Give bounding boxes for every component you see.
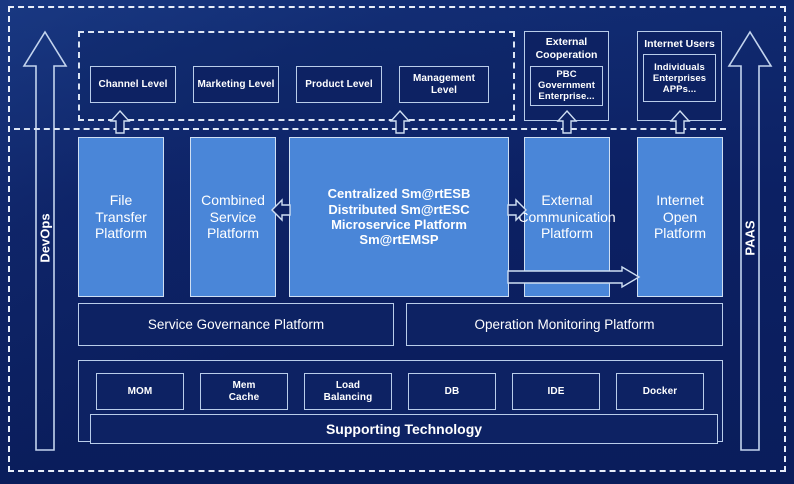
tech-box-load-balancing-line-1: Load (335, 379, 361, 391)
level-box-management[interactable]: Management Level (399, 66, 489, 103)
external-cooperation-box[interactable]: External Cooperation PBC Government Ente… (524, 31, 609, 121)
internet-users-detail: Individuals Enterprises APPs... (652, 61, 707, 95)
platform-block-file-transfer-line-2: Transfer (95, 208, 147, 225)
connector-arrow-left-into-combined (271, 198, 291, 222)
tech-box-mem-cache-line-1: Mem (232, 379, 256, 391)
tech-box-mem-cache[interactable]: Mem Cache (200, 373, 288, 410)
paas-label: PAAS (742, 220, 758, 256)
platform-block-combined-service-line-2: Service (209, 208, 257, 225)
platform-block-esb-line-2: Distributed Sm@rtESC (328, 201, 470, 217)
level-box-marketing-label: Marketing Level (197, 78, 275, 90)
platform-block-combined-service-line-1: Combined (201, 192, 265, 209)
tier-divider (14, 128, 726, 130)
tech-box-docker-label: Docker (642, 385, 678, 397)
monitoring-platform-label: Operation Monitoring Platform (474, 316, 655, 332)
level-box-channel[interactable]: Channel Level (90, 66, 176, 103)
platform-block-internet-open-line-2: Open (662, 208, 698, 225)
platform-block-combined-service-line-3: Platform (206, 225, 260, 242)
level-box-product[interactable]: Product Level (296, 66, 382, 103)
internet-users-box[interactable]: Internet Users Individuals Enterprises A… (637, 31, 722, 121)
platform-block-file-transfer-line-3: Platform (94, 225, 148, 242)
governance-platform-label: Service Governance Platform (147, 316, 325, 332)
tech-box-mom-label: MOM (127, 385, 153, 397)
monitoring-platform-box[interactable]: Operation Monitoring Platform (406, 303, 723, 346)
connector-arrow-external-communication (556, 109, 578, 134)
platform-block-internet-open-line-1: Internet (656, 192, 704, 209)
external-cooperation-heading: External Cooperation (535, 36, 598, 61)
connector-arrow-center-platform (389, 109, 411, 134)
platform-block-external-communication-line-3: Platform (540, 225, 594, 242)
tech-box-docker[interactable]: Docker (616, 373, 704, 410)
tech-box-mem-cache-line-2: Cache (228, 391, 260, 403)
tech-box-ide-label: IDE (547, 385, 565, 397)
platform-block-file-transfer[interactable]: File Transfer Platform (78, 137, 164, 297)
platform-block-esb-line-3: Microservice Platform Sm@rtEMSP (331, 217, 467, 248)
connector-arrow-center-to-internet-open (507, 265, 641, 290)
internet-users-heading: Internet Users (644, 38, 715, 50)
platform-block-external-communication-line-1: External (541, 192, 593, 209)
platform-block-file-transfer-line-1: File (109, 192, 133, 209)
devops-label: DevOps (37, 213, 53, 263)
governance-platform-box[interactable]: Service Governance Platform (78, 303, 394, 346)
platform-block-combined-service[interactable]: Combined Service Platform (190, 137, 276, 297)
platform-block-internet-open[interactable]: Internet Open Platform (637, 137, 723, 297)
platform-block-esb-line-1: Centralized Sm@rtESB (327, 186, 471, 202)
external-cooperation-detail: PBC Government Enterprise... (538, 68, 595, 103)
platform-block-esb-esc-emsp[interactable]: Centralized Sm@rtESB Distributed Sm@rtES… (289, 137, 509, 297)
tech-box-load-balancing[interactable]: Load Balancing (304, 373, 392, 410)
devops-arrow (22, 30, 68, 452)
connector-arrow-file-transfer (109, 109, 131, 134)
level-box-management-label: Management Level (412, 72, 476, 96)
tech-box-mom[interactable]: MOM (96, 373, 184, 410)
supporting-technology-label: Supporting Technology (325, 420, 483, 437)
tech-box-ide[interactable]: IDE (512, 373, 600, 410)
level-box-channel-label: Channel Level (98, 78, 168, 90)
platform-block-internet-open-line-3: Platform (653, 225, 707, 242)
tech-box-db-label: DB (444, 385, 460, 397)
diagram-outer-frame (8, 6, 786, 472)
tech-box-load-balancing-line-2: Balancing (323, 391, 373, 403)
internet-users-detail-box: Individuals Enterprises APPs... (643, 54, 716, 103)
tech-box-db[interactable]: DB (408, 373, 496, 410)
external-cooperation-detail-box: PBC Government Enterprise... (530, 65, 603, 106)
supporting-technology-banner[interactable]: Supporting Technology (90, 414, 718, 444)
paas-arrow (727, 30, 773, 452)
connector-arrow-right-into-external (507, 198, 527, 222)
platform-block-external-communication-line-2: Communication (518, 208, 616, 225)
level-box-product-label: Product Level (305, 78, 373, 90)
connector-arrow-internet-open (669, 109, 691, 134)
level-box-marketing[interactable]: Marketing Level (193, 66, 279, 103)
